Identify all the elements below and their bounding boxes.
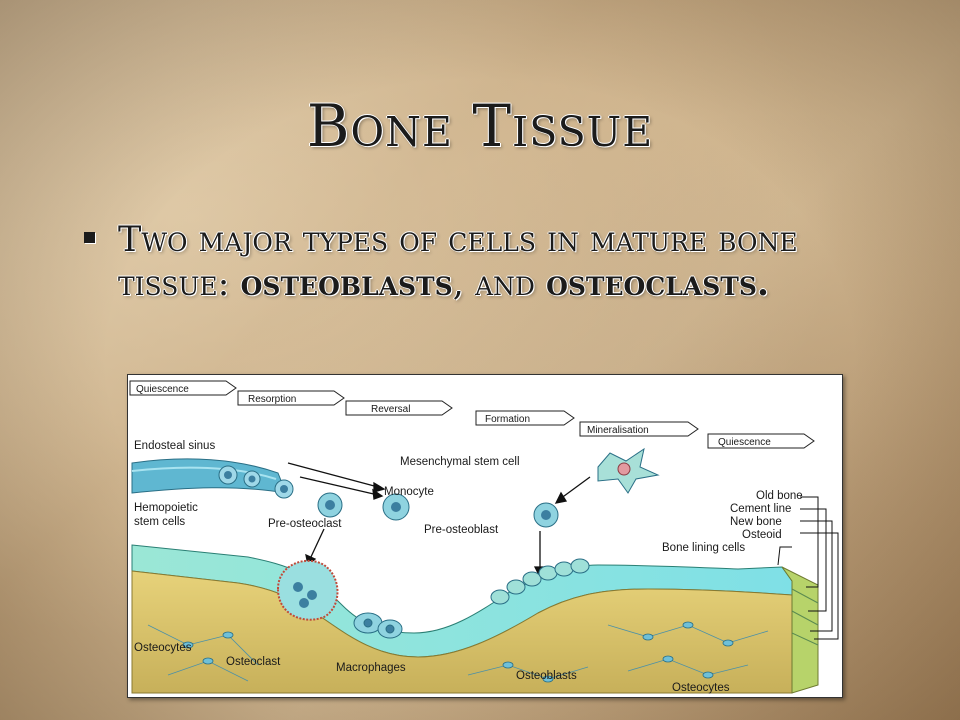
stage-formation: Formation: [475, 410, 575, 426]
pre-osteoclast-cell: [317, 492, 343, 518]
label-pre-osteoclast: Pre-osteoclast: [268, 518, 342, 530]
stage-label-resorption: Resorption: [248, 394, 296, 405]
bullet-item: Two major types of cells in mature bone …: [118, 218, 874, 306]
mesenchymal-stem-cell: [597, 447, 660, 494]
label-macrophages: Macrophages: [336, 662, 406, 674]
stage-resorption: Resorption: [237, 390, 345, 406]
label-endosteal-sinus: Endosteal sinus: [134, 440, 215, 452]
layer-pointer-lines: [777, 496, 839, 640]
osteoclast-cell: [276, 560, 339, 621]
stage-quiescence-2: Quiescence: [707, 433, 815, 449]
label-pre-osteoblast: Pre-osteoblast: [424, 524, 499, 536]
bullet-bold-osteoclasts: osteoclasts.: [546, 263, 770, 304]
stage-quiescence-1: Quiescence: [129, 380, 237, 396]
label-osteoid: Osteoid: [742, 529, 782, 541]
stage-reversal: Reversal: [345, 400, 453, 416]
stage-label-reversal: Reversal: [371, 404, 410, 415]
macrophage-cells: [353, 612, 403, 639]
label-monocyte: Monocyte: [384, 486, 434, 498]
bone-remodeling-diagram: Quiescence Resorption Reversal Formation…: [129, 380, 839, 694]
bullet-list: Two major types of cells in mature bone …: [84, 218, 874, 306]
bone-surface: [131, 544, 819, 694]
slide-title: Bone Tissue: [306, 92, 654, 160]
stage-label-mineralisation: Mineralisation: [587, 425, 649, 436]
label-bone-lining-cells: Bone lining cells: [662, 542, 745, 554]
bullet-square-icon: [84, 232, 95, 243]
label-new-bone: New bone: [730, 516, 782, 528]
label-cement-line: Cement line: [730, 503, 791, 515]
bone-remodeling-figure: Quiescence Resorption Reversal Formation…: [127, 374, 843, 698]
stage-label-formation: Formation: [485, 414, 530, 425]
osteocyte-cells: [182, 621, 734, 683]
bullet-text-a: Two major types of cells in mature bone …: [118, 220, 798, 304]
label-hemopoietic: Hemopoietic: [134, 502, 198, 514]
label-osteocytes-left: Osteocytes: [134, 642, 192, 654]
label-mesenchymal-stem-cell: Mesenchymal stem cell: [400, 456, 520, 468]
pre-osteoblast-cell: [533, 502, 559, 528]
stage-label-quiescence-2: Quiescence: [718, 437, 771, 448]
monocyte-cell: [382, 493, 410, 521]
stage-mineralisation: Mineralisation: [579, 421, 699, 437]
stage-label-quiescence-1: Quiescence: [136, 384, 189, 395]
bullet-bold-osteoblasts: osteoblasts: [240, 263, 453, 304]
label-osteocytes-bottom: Osteocytes: [672, 682, 730, 694]
osteoblast-cells: [490, 558, 590, 605]
bullet-text-b: , and: [452, 264, 547, 304]
label-osteoblasts: Osteoblasts: [516, 670, 577, 682]
label-stem-cells: stem cells: [134, 516, 185, 528]
endosteal-sinus-vessel: [131, 458, 294, 499]
label-old-bone: Old bone: [756, 490, 803, 502]
label-osteoclast: Osteoclast: [226, 656, 281, 668]
stage-arrows: Quiescence Resorption Reversal Formation…: [129, 380, 815, 449]
